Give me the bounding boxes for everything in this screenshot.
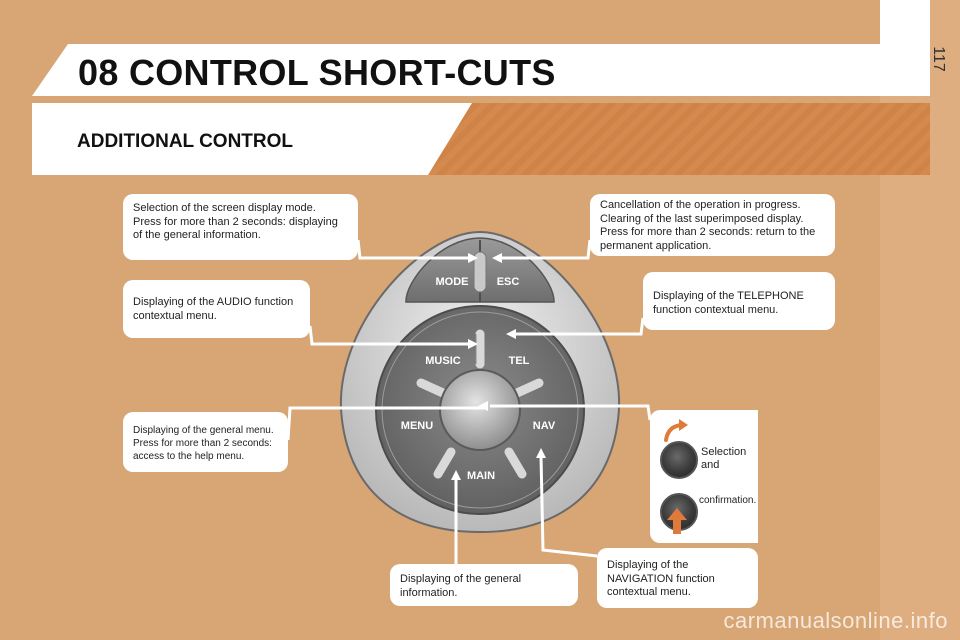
center-select-button bbox=[439, 369, 521, 451]
rotate-arrow-icon bbox=[664, 419, 688, 442]
esc-label: ESC bbox=[497, 276, 520, 288]
callout-general-menu: Displaying of the general menu. Press fo… bbox=[123, 412, 288, 472]
watermark: carmanualsonline.info bbox=[723, 608, 948, 633]
nav-label: NAV bbox=[533, 420, 556, 432]
tel-label: TEL bbox=[509, 355, 530, 367]
push-arrow-icon bbox=[667, 508, 687, 534]
selection-knob-rotate bbox=[660, 441, 698, 479]
mode-esc-divider-key bbox=[473, 251, 487, 293]
callout-navigation: Displaying of the NAVIGATION function co… bbox=[597, 548, 758, 608]
callout-display-mode: Selection of the screen display mode. Pr… bbox=[123, 194, 358, 260]
callout-general-info: Displaying of the general information. bbox=[390, 564, 578, 606]
selection-label: Selection and bbox=[701, 446, 747, 471]
title-bar bbox=[32, 44, 930, 96]
main-label: MAIN bbox=[467, 470, 495, 482]
page-title: 08 CONTROL SHORT-CUTS bbox=[78, 52, 556, 93]
dial-spokes bbox=[416, 329, 544, 479]
callout-cancel: Cancellation of the operation in progres… bbox=[590, 194, 835, 256]
leader-arrows bbox=[286, 239, 652, 564]
menu-label: MENU bbox=[401, 420, 433, 432]
mode-label: MODE bbox=[436, 276, 469, 288]
section-title: ADDITIONAL CONTROL bbox=[77, 131, 294, 152]
subtitle-box bbox=[32, 103, 472, 175]
arrow-heads bbox=[451, 253, 546, 480]
confirmation-label: confirmation. bbox=[699, 495, 757, 506]
callout-telephone: Displaying of the TELEPHONE function con… bbox=[643, 272, 835, 330]
music-label: MUSIC bbox=[425, 355, 461, 367]
callout-audio: Displaying of the AUDIO function context… bbox=[123, 280, 310, 338]
